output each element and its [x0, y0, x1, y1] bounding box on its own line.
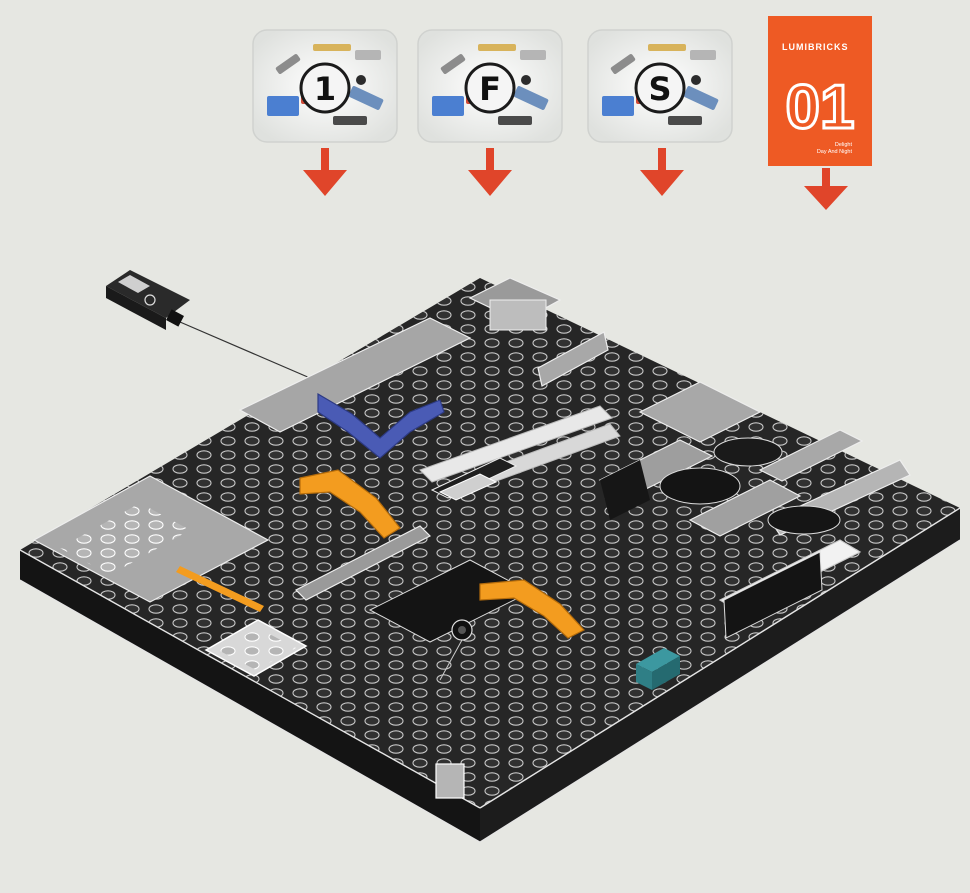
bag-label: S — [648, 70, 671, 108]
bag-label: F — [479, 70, 501, 108]
arrow-down-icon — [804, 168, 848, 210]
bag-number-badge — [464, 62, 516, 114]
parts-bag-s: S — [587, 29, 733, 143]
arrow-down-icon — [303, 148, 347, 196]
parts-bag-1: 1 — [252, 29, 398, 143]
arrow-down-icon — [640, 148, 684, 196]
light-module-icon — [439, 619, 473, 681]
usb-plug-icon — [106, 270, 311, 379]
bag-number-badge — [299, 62, 351, 114]
booklet-number: 01 — [786, 73, 855, 142]
parts-bag-f: F — [417, 29, 563, 143]
booklet-subtitle-line1: Delight — [835, 142, 853, 148]
instruction-booklet: LUMIBRICKS 01 Delight Day And Night — [768, 16, 872, 166]
booklet-brand: LUMIBRICKS — [782, 42, 849, 52]
build-details — [32, 277, 911, 799]
bag-number-badge — [634, 62, 686, 114]
booklet-subtitle-line2: Day And Night — [817, 149, 853, 155]
arrow-down-icon — [468, 148, 512, 196]
bag-label: 1 — [314, 70, 336, 108]
